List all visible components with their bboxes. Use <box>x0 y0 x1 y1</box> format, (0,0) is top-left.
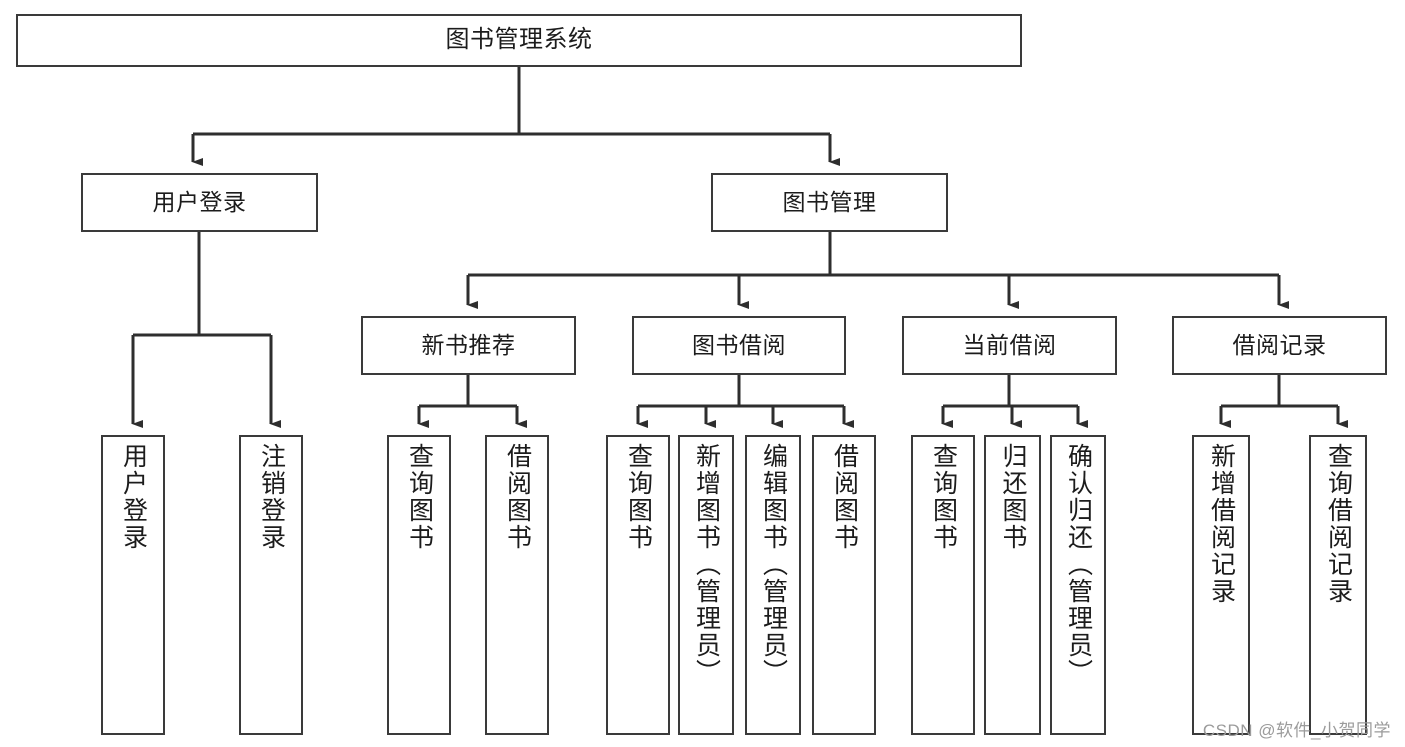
node-leaf-logout-label: 注销登录 <box>257 443 286 551</box>
node-leaf-user-login[interactable]: 用户登录 <box>101 435 165 735</box>
node-leaf-borrow-book-label: 借阅图书 <box>830 443 859 551</box>
node-book-borrow[interactable]: 图书借阅 <box>632 316 846 375</box>
node-leaf-query-book-cur[interactable]: 查询图书 <box>911 435 975 735</box>
node-leaf-user-login-label: 用户登录 <box>119 443 148 551</box>
node-borrow-record[interactable]: 借阅记录 <box>1172 316 1387 375</box>
node-leaf-return-book-label: 归还图书 <box>999 443 1027 551</box>
node-leaf-add-record-label: 新增借阅记录 <box>1207 443 1236 605</box>
node-book-manage-label: 图书管理 <box>782 188 877 215</box>
node-leaf-edit-book[interactable]: 编辑图书（管理员） <box>745 435 801 735</box>
node-leaf-query-book-borrow[interactable]: 查询图书 <box>606 435 670 735</box>
node-leaf-borrow-book-rec[interactable]: 借阅图书 <box>485 435 549 735</box>
node-user-login-label: 用户登录 <box>152 188 247 215</box>
node-leaf-borrow-book-rec-label: 借阅图书 <box>503 443 532 551</box>
node-leaf-add-book-label: 新增图书（管理员） <box>692 443 721 686</box>
node-new-book-rec-label: 新书推荐 <box>421 331 516 358</box>
node-book-manage[interactable]: 图书管理 <box>711 173 948 232</box>
node-root-label: 图书管理系统 <box>445 26 593 54</box>
node-current-borrow-label: 当前借阅 <box>962 331 1057 358</box>
node-leaf-query-book-cur-label: 查询图书 <box>929 443 958 551</box>
node-new-book-rec[interactable]: 新书推荐 <box>361 316 576 375</box>
node-current-borrow[interactable]: 当前借阅 <box>902 316 1117 375</box>
node-leaf-query-book-rec[interactable]: 查询图书 <box>387 435 451 735</box>
node-leaf-query-record-label: 查询借阅记录 <box>1324 443 1353 605</box>
node-leaf-borrow-book[interactable]: 借阅图书 <box>812 435 876 735</box>
node-leaf-add-record[interactable]: 新增借阅记录 <box>1192 435 1250 735</box>
node-leaf-add-book[interactable]: 新增图书（管理员） <box>678 435 734 735</box>
node-leaf-logout[interactable]: 注销登录 <box>239 435 303 735</box>
node-leaf-return-book[interactable]: 归还图书 <box>984 435 1041 735</box>
node-leaf-query-book-rec-label: 查询图书 <box>405 443 434 551</box>
node-leaf-edit-book-label: 编辑图书（管理员） <box>759 443 788 686</box>
watermark-text: CSDN @软件_小贺同学 <box>1202 721 1391 740</box>
node-book-borrow-label: 图书借阅 <box>692 331 786 358</box>
node-root[interactable]: 图书管理系统 <box>16 14 1022 67</box>
node-borrow-record-label: 借阅记录 <box>1232 331 1327 358</box>
node-leaf-query-record[interactable]: 查询借阅记录 <box>1309 435 1367 735</box>
node-user-login[interactable]: 用户登录 <box>81 173 318 232</box>
node-leaf-confirm-return[interactable]: 确认归还（管理员） <box>1050 435 1106 735</box>
node-leaf-query-book-borrow-label: 查询图书 <box>624 443 653 551</box>
node-leaf-confirm-return-label: 确认归还（管理员） <box>1064 443 1093 686</box>
